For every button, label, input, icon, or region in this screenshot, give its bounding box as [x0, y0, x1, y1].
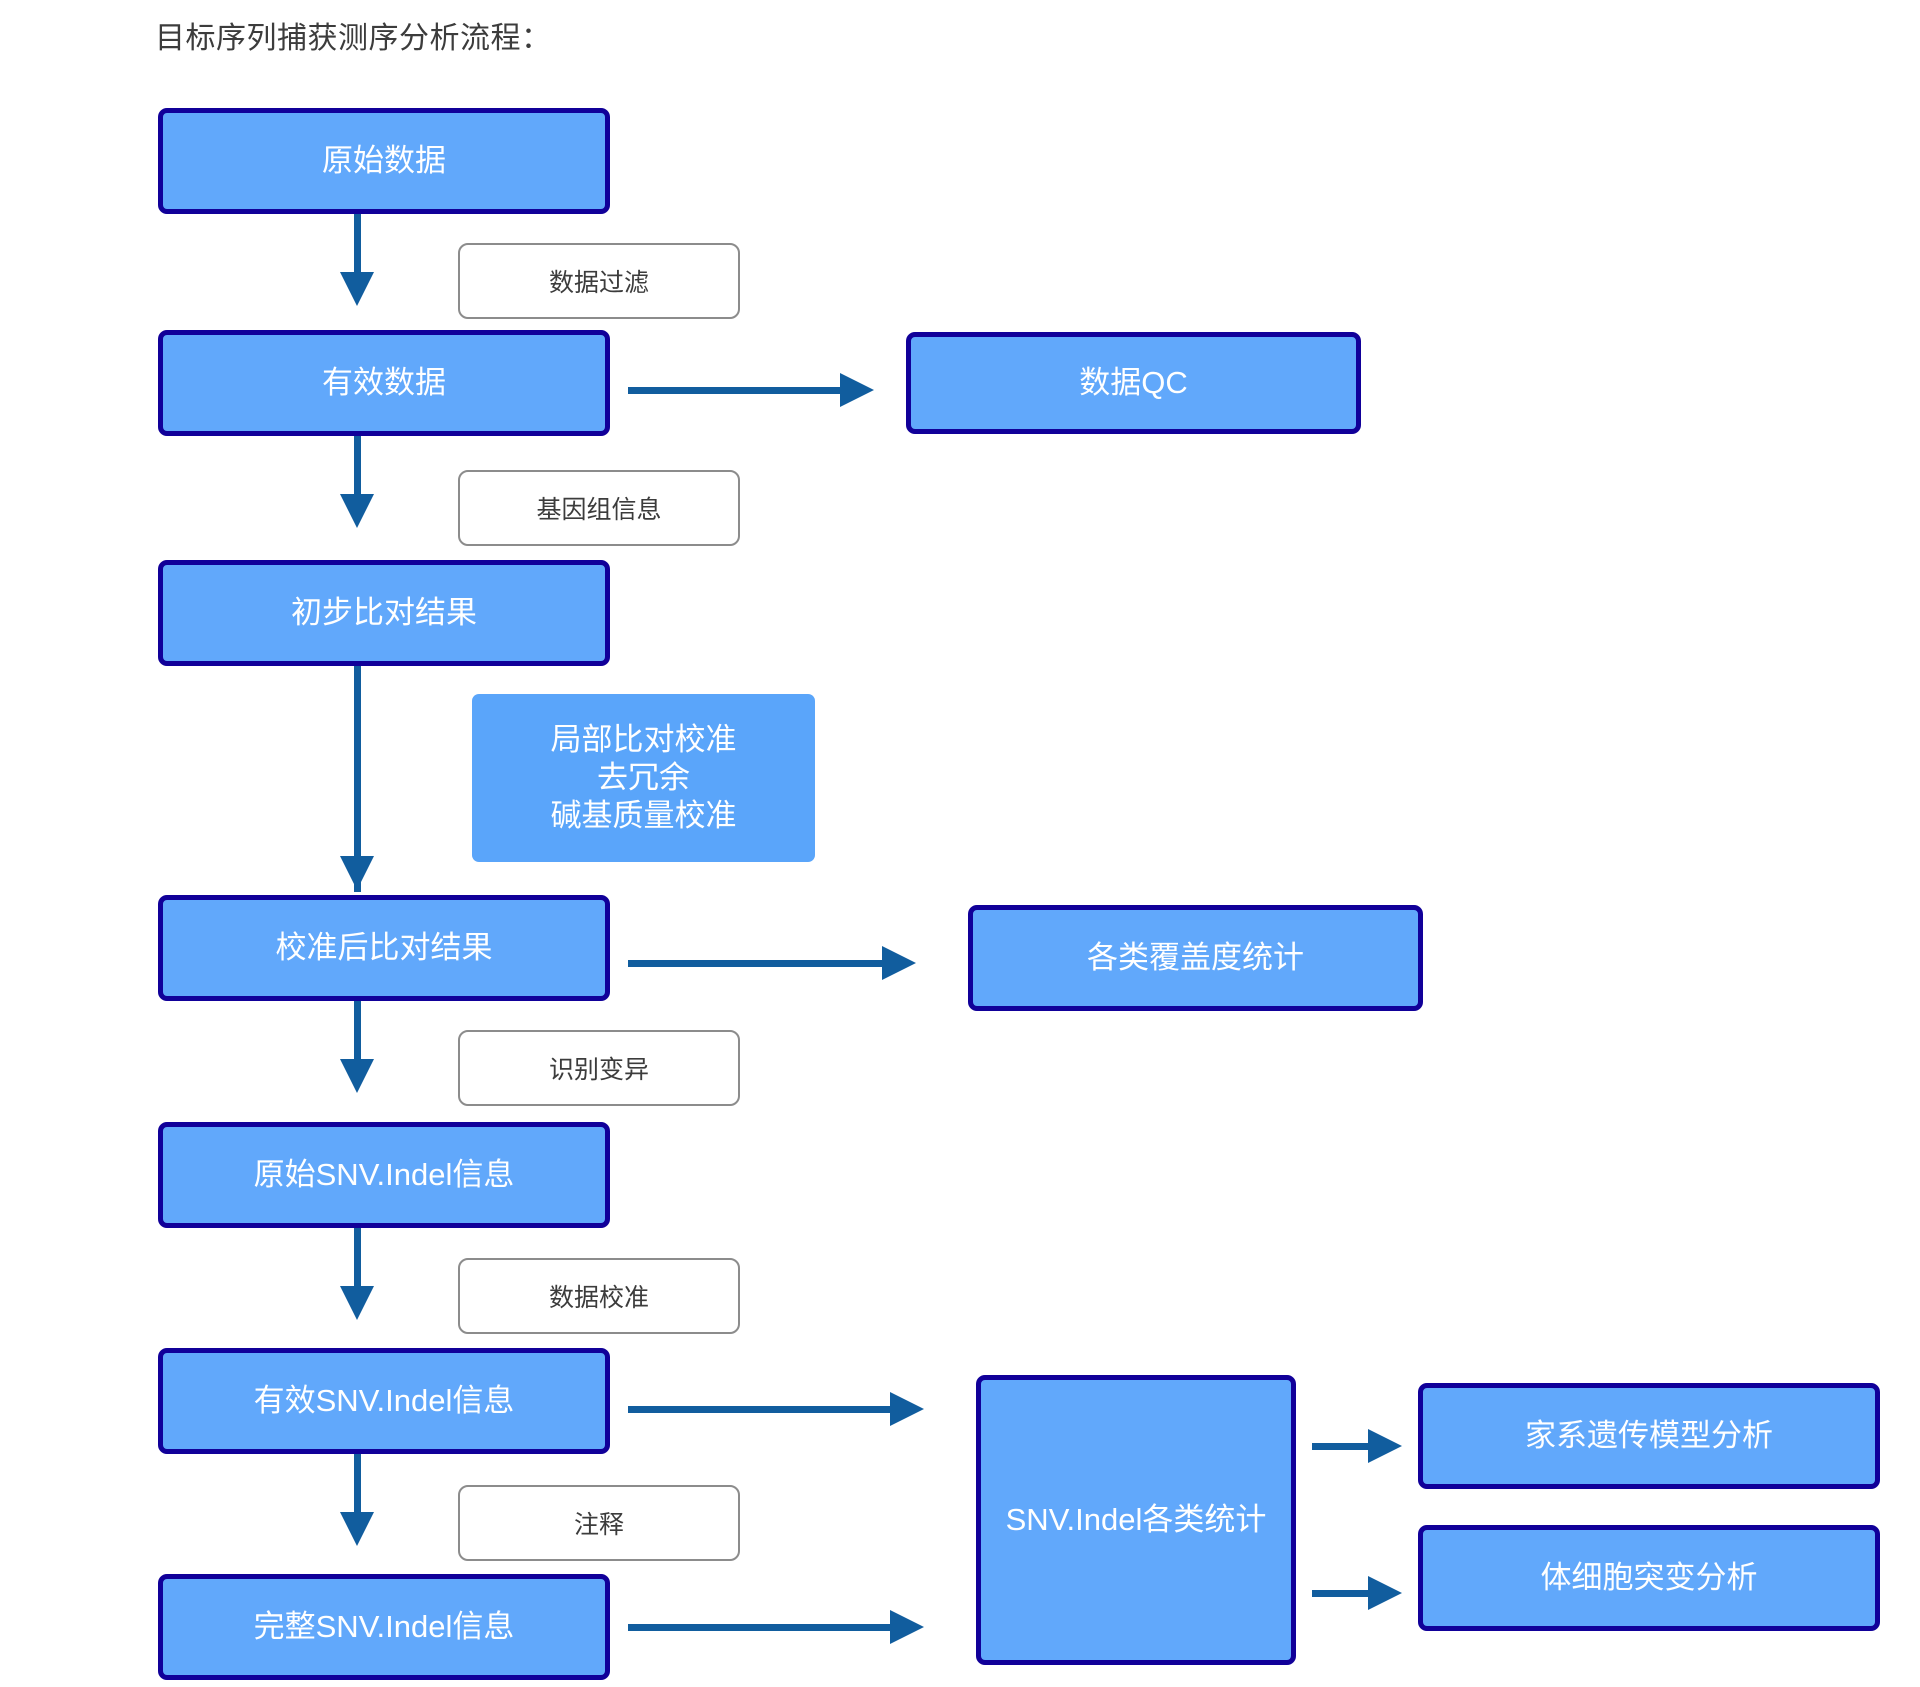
arrowhead-valid-snv-to-stats [890, 1392, 924, 1426]
connector-clean-to-qc [628, 387, 846, 394]
connector-alignment-to-calibrated [354, 666, 361, 892]
arrowhead-raw-snv-to-valid-snv [340, 1286, 374, 1320]
node-data-qc[interactable]: 数据QC [906, 332, 1361, 434]
connector-calibrated-to-raw-snv [354, 1001, 361, 1063]
connector-full-snv-to-stats [628, 1624, 896, 1631]
connector-valid-snv-to-full-snv [354, 1454, 361, 1516]
connector-clean-to-alignment [354, 436, 361, 498]
arrowhead-raw-to-clean [340, 272, 374, 306]
edge-label-data-calibration: 数据校准 [458, 1258, 740, 1334]
arrowhead-stats-to-pedigree [1368, 1429, 1402, 1463]
arrowhead-alignment-to-calibrated [340, 856, 374, 890]
arrowhead-clean-to-alignment [340, 494, 374, 528]
arrowhead-calibrated-to-coverage [882, 946, 916, 980]
edge-label-annotation: 注释 [458, 1485, 740, 1561]
edge-label-genome-info: 基因组信息 [458, 470, 740, 546]
node-valid-snv-indel[interactable]: 有效SNV.Indel信息 [158, 1348, 610, 1454]
connector-valid-snv-to-stats [628, 1406, 896, 1413]
arrowhead-valid-snv-to-full-snv [340, 1512, 374, 1546]
edge-label-data-filter: 数据过滤 [458, 243, 740, 319]
node-snv-indel-stats[interactable]: SNV.Indel各类统计 [976, 1375, 1296, 1665]
arrowhead-clean-to-qc [840, 373, 874, 407]
node-clean-data[interactable]: 有效数据 [158, 330, 610, 436]
connector-raw-to-clean [354, 214, 361, 276]
arrowhead-stats-to-somatic [1368, 1576, 1402, 1610]
node-coverage-stats[interactable]: 各类覆盖度统计 [968, 905, 1423, 1011]
node-raw-snv-indel[interactable]: 原始SNV.Indel信息 [158, 1122, 610, 1228]
arrowhead-calibrated-to-raw-snv [340, 1059, 374, 1093]
node-pedigree-analysis[interactable]: 家系遗传模型分析 [1418, 1383, 1880, 1489]
connector-raw-snv-to-valid-snv [354, 1228, 361, 1290]
page-title: 目标序列捕获测序分析流程： [155, 22, 552, 55]
node-full-snv-indel[interactable]: 完整SNV.Indel信息 [158, 1574, 610, 1680]
node-somatic-analysis[interactable]: 体细胞突变分析 [1418, 1525, 1880, 1631]
node-initial-alignment[interactable]: 初步比对结果 [158, 560, 610, 666]
node-realignment-note: 局部比对校准 去冗余 碱基质量校准 [472, 694, 815, 862]
edge-label-variant-calling: 识别变异 [458, 1030, 740, 1106]
arrowhead-full-snv-to-stats [890, 1610, 924, 1644]
connector-stats-to-pedigree [1312, 1443, 1374, 1450]
node-raw-data[interactable]: 原始数据 [158, 108, 610, 214]
node-calibrated-alignment[interactable]: 校准后比对结果 [158, 895, 610, 1001]
connector-stats-to-somatic [1312, 1590, 1374, 1597]
connector-calibrated-to-coverage [628, 960, 888, 967]
